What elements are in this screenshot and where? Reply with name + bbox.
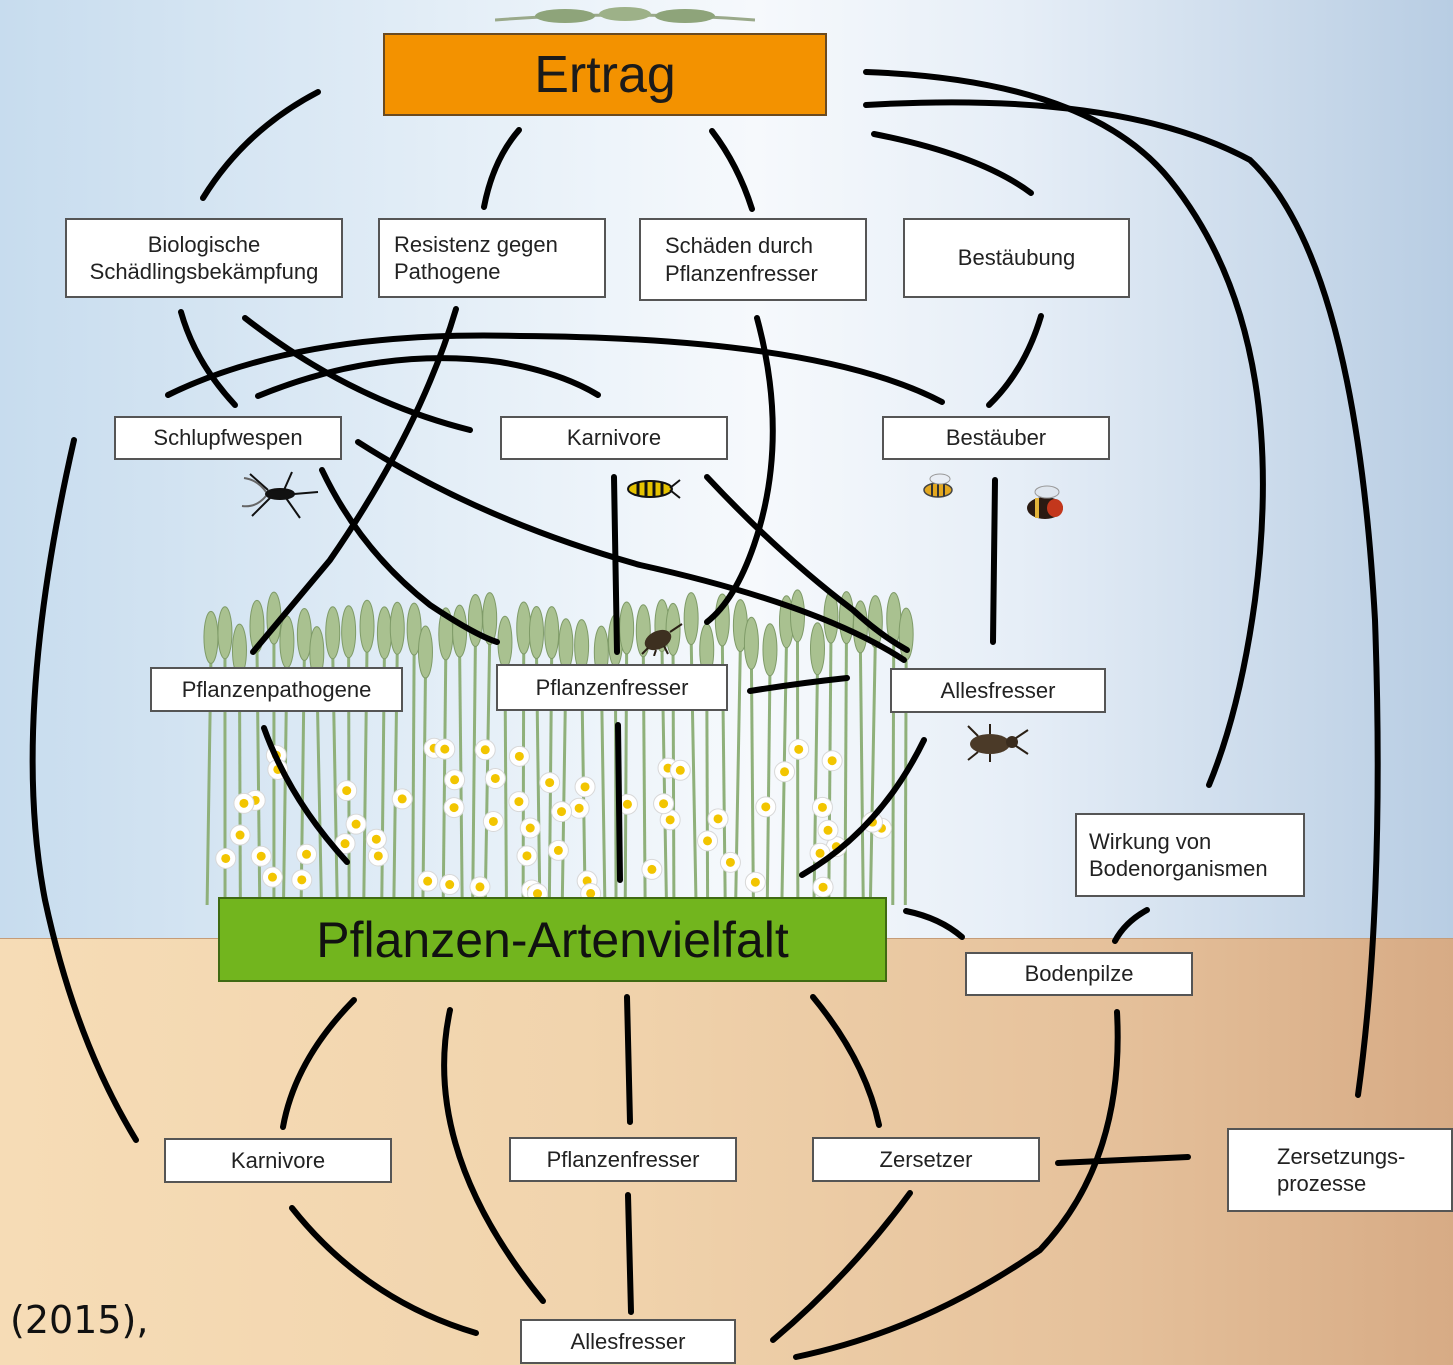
herbivores-above-label: Pflanzenfresser [536, 674, 689, 702]
plant-pathogens-label: Pflanzenpathogene [182, 676, 372, 704]
damage-box: Schäden durch Pflanzenfresser [639, 218, 867, 301]
bumblebee-icon [1015, 478, 1071, 528]
soil-fungi-box: Bodenpilze [965, 952, 1193, 996]
link-decomposers-omnivores [773, 1193, 910, 1340]
link-herbivores-omnivores [750, 678, 847, 691]
herbivores-soil-label: Pflanzenfresser [547, 1146, 700, 1174]
link-pollination-pollinators [989, 316, 1041, 405]
biocontrol-label: Biologische Schädlingsbekämpfung [90, 231, 319, 286]
link-herbivore-omnivores [628, 1195, 631, 1312]
plant-diversity-node: Pflanzen-Artenvielfalt [218, 897, 887, 982]
link-pollinators-omnivores [993, 480, 995, 642]
link-parasitoids-carnivore-soil [33, 440, 136, 1140]
weevil-icon [636, 620, 686, 656]
plant-pathogens-box: Pflanzenpathogene [150, 667, 403, 712]
link-diversity-herbivore [627, 997, 630, 1122]
carnivores-above-box: Karnivore [500, 416, 728, 460]
citation-fragment: (2015), [10, 1298, 148, 1342]
omnivores-soil-label: Allesfresser [571, 1328, 686, 1356]
link-fungi-omnivores [796, 1012, 1118, 1357]
yield-label: Ertrag [534, 45, 676, 105]
carnivores-soil-box: Karnivore [164, 1138, 392, 1183]
link-diversity-decomposers [813, 997, 879, 1125]
link-fungi-soil-effect [1115, 910, 1147, 941]
link-carnivores-herbivores [614, 477, 617, 652]
carnivores-soil-label: Karnivore [231, 1147, 325, 1175]
link-ertrag-pollination [874, 134, 1031, 193]
link-ertrag-damage [712, 131, 752, 209]
wasp-icon [620, 474, 682, 504]
ground-beetle-icon [960, 722, 1030, 762]
pollinators-label: Bestäuber [946, 424, 1046, 452]
link-pathogens-diversity [264, 728, 347, 862]
link-ertrag-resistance [484, 130, 519, 207]
link-ertrag-biocontrol [203, 92, 318, 198]
pollination-box: Bestäubung [903, 218, 1130, 298]
decomposers-label: Zersetzer [880, 1146, 973, 1174]
biocontrol-box: Biologische Schädlingsbekämpfung [65, 218, 343, 298]
link-diversity-carnivore [283, 1000, 354, 1127]
decomposition-label: Zersetzungs- prozesse [1277, 1143, 1405, 1198]
link-damage-herbivores [707, 318, 773, 622]
parasitoids-box: Schlupfwespen [114, 416, 342, 460]
link-carnivore-omnivores [292, 1208, 476, 1333]
pollinators-box: Bestäuber [882, 416, 1110, 460]
link-omnivores-diversity [802, 740, 924, 875]
wasp-icon [240, 468, 320, 523]
decomposition-box: Zersetzungs- prozesse [1227, 1128, 1453, 1212]
link-biocontrol-parasitoids [181, 312, 235, 405]
link-carnivores-omnivores [707, 477, 907, 650]
pollination-label: Bestäubung [958, 244, 1075, 272]
link-herbivores-diversity [618, 725, 620, 880]
herbivores-above-box: Pflanzenfresser [496, 664, 728, 711]
parasitoids-label: Schlupfwespen [153, 424, 302, 452]
bee-icon [918, 470, 960, 504]
plant-diversity-label: Pflanzen-Artenvielfalt [316, 911, 788, 969]
link-diversity-fungi [906, 911, 962, 937]
resistance-label: Resistenz gegen Pathogene [394, 231, 558, 286]
resistance-box: Resistenz gegen Pathogene [378, 218, 606, 298]
link-parasitoids-herbivores [322, 470, 497, 642]
decomposers-box: Zersetzer [812, 1137, 1040, 1182]
omnivores-soil-box: Allesfresser [520, 1319, 736, 1364]
soil-fungi-label: Bodenpilze [1025, 960, 1134, 988]
herbivores-soil-box: Pflanzenfresser [509, 1137, 737, 1182]
omnivores-above-box: Allesfresser [890, 668, 1106, 713]
carnivores-above-label: Karnivore [567, 424, 661, 452]
yield-node: Ertrag [383, 33, 827, 116]
omnivores-above-label: Allesfresser [941, 677, 1056, 705]
soil-effect-box: Wirkung von Bodenorganismen [1075, 813, 1305, 897]
soil-effect-label: Wirkung von Bodenorganismen [1089, 828, 1268, 883]
link-decomposers-decomposition [1058, 1157, 1188, 1163]
damage-label: Schäden durch Pflanzenfresser [665, 232, 818, 287]
